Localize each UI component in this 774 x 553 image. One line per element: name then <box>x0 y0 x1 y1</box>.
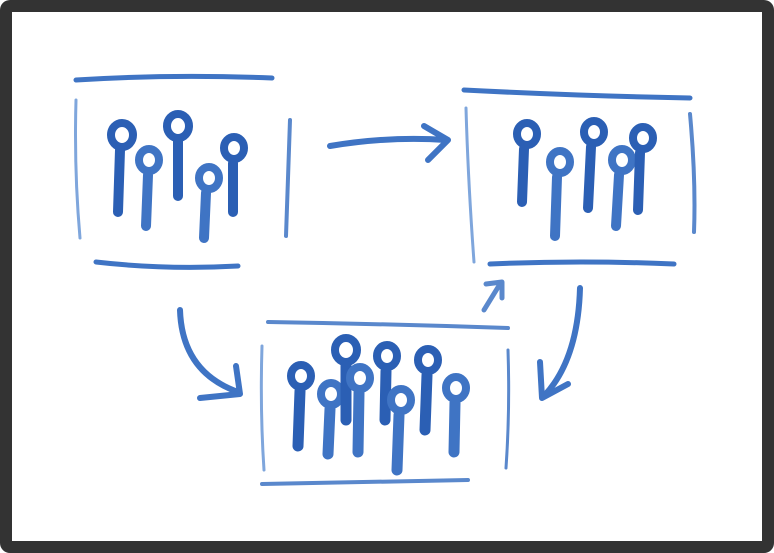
arrow-top-left-to-top-right <box>327 123 451 163</box>
box-frame <box>461 87 697 267</box>
group-bottom <box>259 320 511 486</box>
person-figure <box>580 117 608 213</box>
group-top-right <box>461 87 697 267</box>
person-figure <box>373 341 401 426</box>
person-figure <box>135 145 163 231</box>
person-figure <box>331 334 361 426</box>
arrow-top-right-to-bottom <box>537 285 583 401</box>
group-top-left <box>73 73 292 270</box>
person-figure <box>195 163 223 243</box>
person-figure <box>317 379 345 460</box>
person-figures <box>513 117 657 241</box>
arrow-bottom-to-top-right <box>481 279 505 313</box>
person-figures <box>107 110 248 243</box>
person-figure <box>442 373 470 458</box>
person-figure <box>163 110 193 201</box>
person-figure <box>346 363 374 458</box>
box-frame <box>73 73 292 270</box>
person-figure <box>220 133 248 217</box>
person-figure <box>608 145 636 231</box>
person-figure <box>287 361 315 452</box>
arrow-top-left-to-bottom <box>177 307 243 401</box>
person-figure <box>513 119 541 207</box>
person-figure <box>629 123 657 215</box>
person-figure <box>387 385 415 476</box>
person-figure <box>414 345 442 436</box>
person-figure <box>546 147 574 241</box>
box-frame <box>259 320 511 486</box>
person-figures <box>287 334 470 476</box>
person-figure <box>107 119 137 217</box>
